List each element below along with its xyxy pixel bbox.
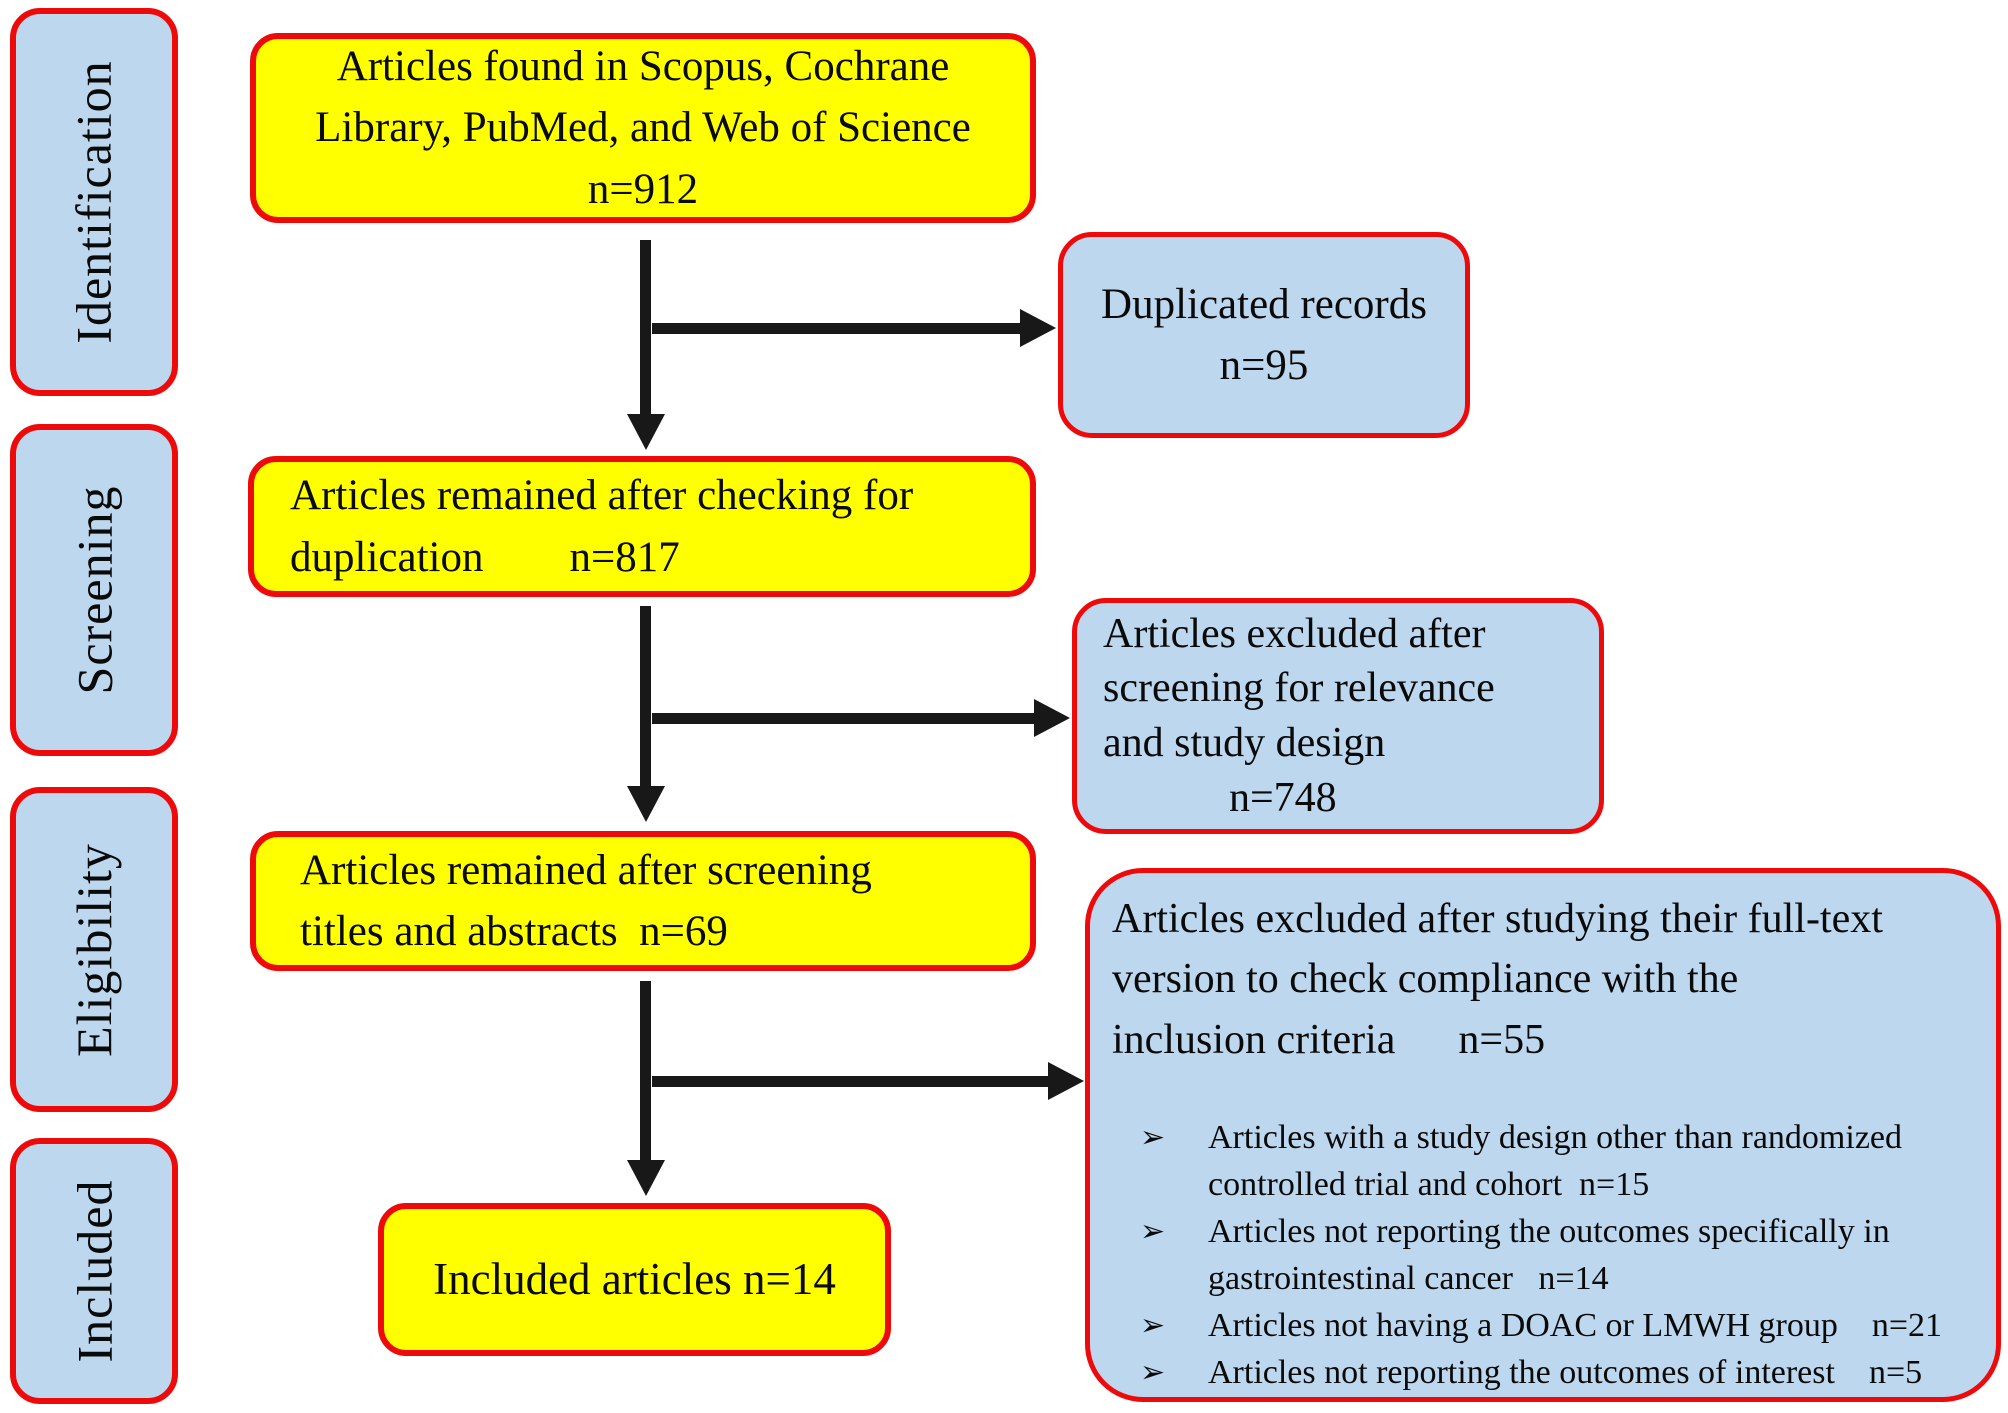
list-item: ➢ Articles not reporting the outcomes sp…	[1112, 1208, 1986, 1302]
stage-label-eligibility: Eligibility	[10, 787, 178, 1112]
node-duplicated-records: Duplicated records n=95	[1058, 232, 1470, 438]
list-item: ➢ Articles not having a DOAC or LMWH gro…	[1112, 1302, 1986, 1349]
node-header-text: Articles excluded after studying their f…	[1112, 896, 1883, 1063]
node-text: Included articles n=14	[433, 1253, 836, 1304]
node-text: Articles remained after checking for dup…	[290, 472, 914, 581]
arrowhead-bullet-icon: ➢	[1140, 1214, 1166, 1250]
node-after-title-abstract-screening: Articles remained after screening titles…	[250, 831, 1036, 971]
arrow-down-2-head-icon	[627, 786, 665, 822]
exclusion-reason-list: ➢ Articles with a study design other tha…	[1112, 1114, 1986, 1396]
arrow-down-3-head-icon	[627, 1160, 665, 1196]
node-text: Duplicated records n=95	[1101, 280, 1427, 389]
list-item-text: Articles not reporting the outcomes spec…	[1208, 1213, 1890, 1298]
arrow-right-fulltext-exclusions-head-icon	[1048, 1062, 1084, 1100]
list-item-text: Articles not having a DOAC or LMWH group…	[1208, 1307, 1943, 1345]
stage-label-text: Eligibility	[66, 842, 123, 1057]
arrowhead-bullet-icon: ➢	[1140, 1120, 1166, 1156]
node-after-deduplication: Articles remained after checking for dup…	[248, 456, 1036, 597]
arrow-down-1-head-icon	[627, 414, 665, 450]
stage-label-identification: Identification	[10, 8, 178, 396]
arrow-right-fulltext-exclusions	[652, 1076, 1050, 1087]
arrow-right-screening-exclusions-head-icon	[1034, 699, 1070, 737]
node-excluded-fulltext: Articles excluded after studying their f…	[1085, 868, 2001, 1402]
node-included-articles: Included articles n=14	[378, 1203, 891, 1356]
arrow-right-screening-exclusions	[652, 713, 1036, 724]
stage-label-text: Included	[66, 1179, 122, 1363]
node-excluded-after-screening: Articles excluded after screening for re…	[1072, 598, 1604, 834]
arrow-down-2	[640, 606, 651, 788]
list-item: ➢ Articles not reporting the outcomes of…	[1112, 1349, 1986, 1396]
arrow-down-1	[640, 240, 651, 416]
node-text: Articles excluded after screening for re…	[1103, 610, 1495, 821]
stage-label-screening: Screening	[10, 424, 178, 756]
node-text: Articles found in Scopus, Cochrane Libra…	[315, 43, 971, 213]
node-text: Articles remained after screening titles…	[300, 846, 872, 955]
arrow-right-duplicates	[652, 323, 1022, 334]
arrow-right-duplicates-head-icon	[1020, 309, 1056, 347]
arrow-down-3	[640, 981, 651, 1162]
arrowhead-bullet-icon: ➢	[1140, 1355, 1166, 1391]
stage-label-included: Included	[10, 1138, 178, 1404]
stage-label-text: Screening	[66, 485, 122, 695]
arrowhead-bullet-icon: ➢	[1140, 1308, 1166, 1344]
stage-label-text: Identification	[66, 60, 122, 344]
list-item: ➢ Articles with a study design other tha…	[1112, 1114, 1986, 1208]
list-item-text: Articles with a study design other than …	[1208, 1119, 1902, 1204]
list-item-text: Articles not reporting the outcomes of i…	[1208, 1354, 1923, 1392]
node-articles-found: Articles found in Scopus, Cochrane Libra…	[250, 33, 1036, 223]
